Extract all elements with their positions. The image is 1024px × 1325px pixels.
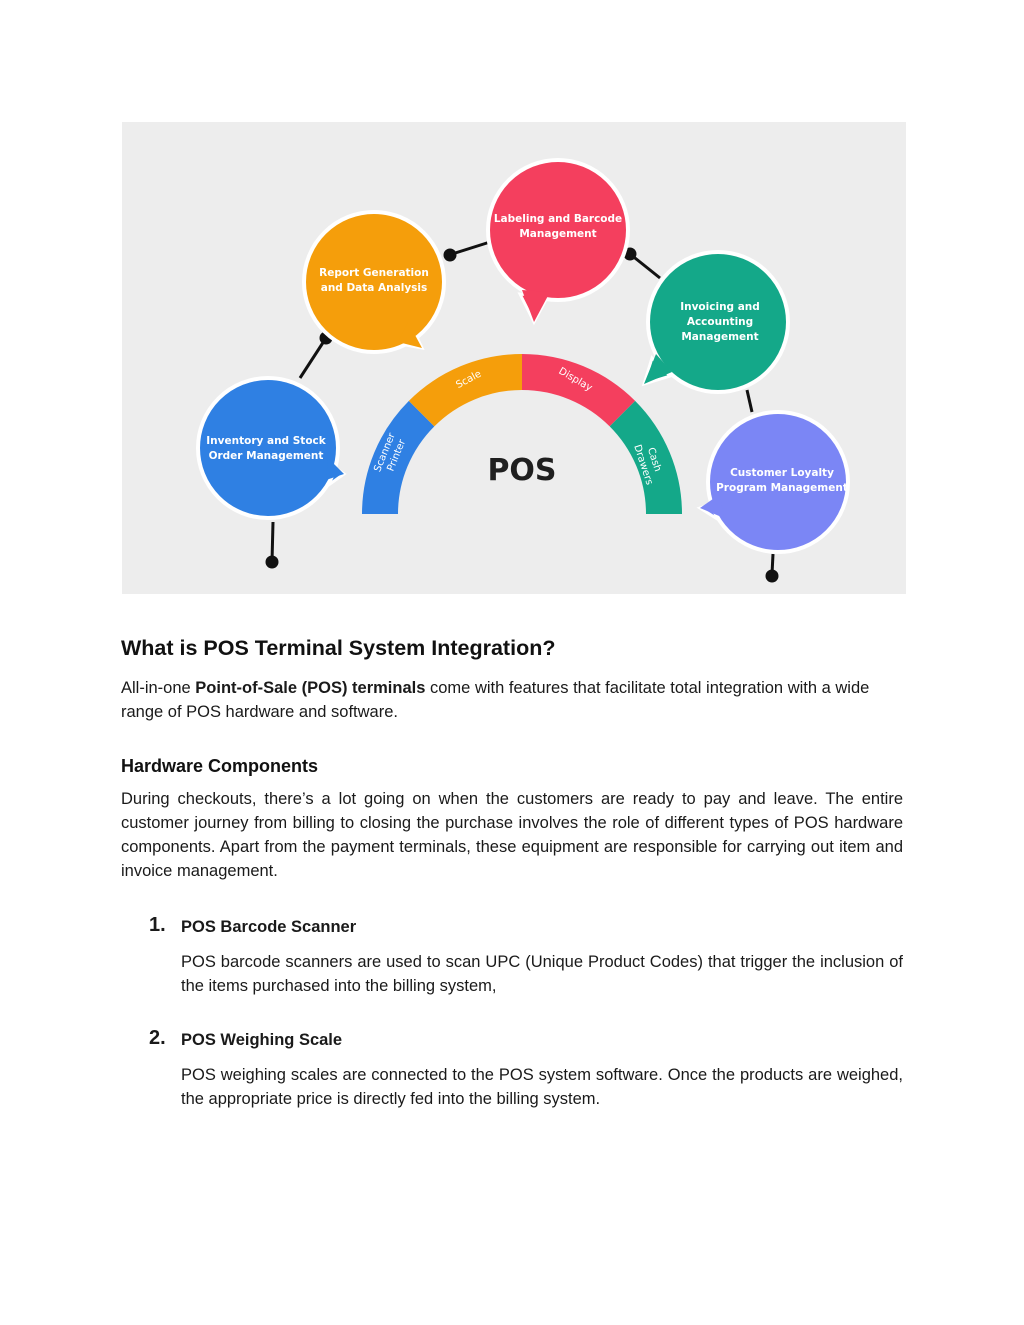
pos-center-label: POS: [487, 453, 556, 488]
list-number: 1.: [149, 914, 166, 936]
connector-dot: [265, 555, 279, 569]
connector-line: [745, 389, 754, 413]
arc-segment-scale: [408, 354, 523, 427]
connector-line: [298, 337, 328, 379]
pos-integration-diagram: Scanner Printer Scale Display Cash Drawe…: [122, 122, 906, 594]
hardware-body: During checkouts, there’s a lot going on…: [121, 790, 903, 880]
connector-dot: [765, 569, 779, 583]
connector-line: [270, 521, 275, 563]
intro-post: come with features that facilitate total…: [121, 679, 870, 721]
section-intro: All-in-one Point-of-Sale (POS) terminals…: [121, 676, 903, 724]
intro-bold: Point-of-Sale (POS) terminals: [195, 679, 426, 697]
connector-dot: [443, 248, 457, 262]
arc-segment-cash-drawers: [609, 400, 682, 515]
list-number: 2.: [149, 1027, 166, 1049]
arc-segment-display: [521, 354, 636, 427]
list-item-title: POS Weighing Scale: [181, 1031, 343, 1049]
list-item-desc: POS barcode scanners are used to scan UP…: [181, 953, 903, 995]
list-item-title: POS Barcode Scanner: [181, 918, 357, 936]
intro-pre: All-in-one: [121, 679, 196, 697]
pos-arc: [362, 354, 682, 515]
connector-line: [451, 240, 491, 256]
list-item-desc: POS weighing scales are connected to the…: [181, 1066, 903, 1108]
hardware-heading: Hardware Components: [121, 756, 319, 776]
arc-segment-scanner-printer: [362, 400, 435, 515]
section-title: What is POS Terminal System Integration?: [121, 636, 556, 660]
